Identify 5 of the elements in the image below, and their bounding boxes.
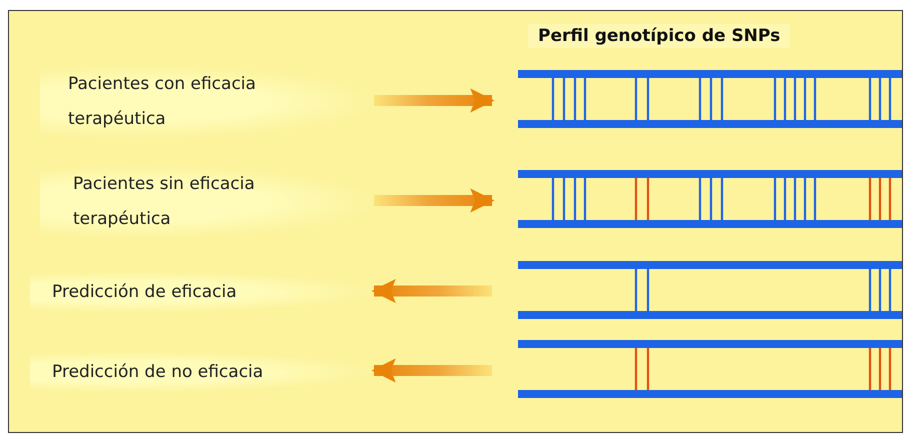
arrow xyxy=(372,278,492,304)
arrow xyxy=(374,88,494,113)
arrow xyxy=(374,188,494,213)
diagram-title: Perfil genotípico de SNPs xyxy=(528,24,790,48)
arrow xyxy=(372,358,492,383)
